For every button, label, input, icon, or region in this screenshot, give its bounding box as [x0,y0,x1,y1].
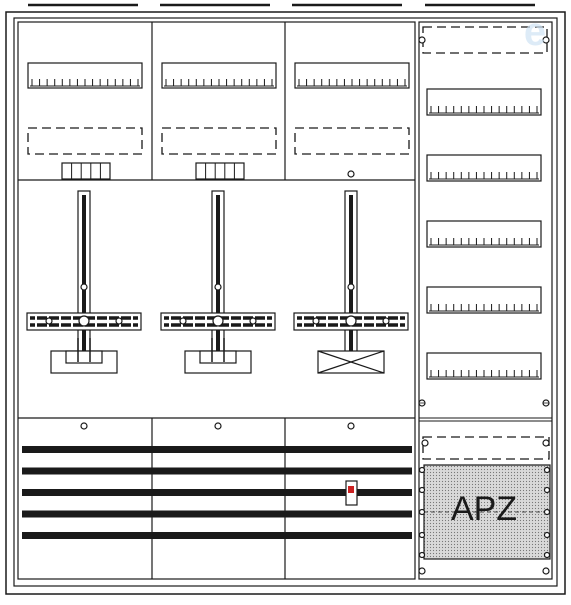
right-din-rail-3 [426,286,542,314]
meter-base-inner-0 [65,350,103,364]
rail-crossing-hub-0 [78,315,90,327]
right-din-rail-4 [426,352,542,380]
dashed-module-1 [161,127,277,155]
apz-left-pin-4 [418,551,426,559]
apz-hole-r [542,439,550,447]
vertical-rail-hole-top-2 [347,283,355,291]
breaker-red-toggle [348,486,354,493]
right-rail-hole-tr [542,36,550,44]
dashed-module-0 [27,127,143,155]
bottom-marker-1 [214,422,222,430]
rail-crossing-hub-2 [345,315,357,327]
dashed-module-2 [294,127,410,155]
bottom-marker-0 [80,422,88,430]
right-din-rail-0 [426,88,542,116]
blank-terminal-block-1 [195,162,245,180]
apz-left-pin-0 [418,466,426,474]
right-rail-hole-tl [418,36,426,44]
rail-crossing-hub-1 [212,315,224,327]
apz-left-pin-1 [418,486,426,494]
blank-terminal-block-0 [61,162,111,180]
bottom-marker-2 [347,422,355,430]
meter-base-cross-b-2 [317,350,385,374]
meter-terminal-strip-0 [27,62,143,89]
right-din-rail-2 [426,220,542,248]
apz-dashed-module [422,436,550,460]
rail-hole-right-2 [382,317,390,325]
outer-frame [5,11,566,595]
column-marker-2 [347,170,355,178]
rail-hole-right-0 [115,317,123,325]
vertical-rail-hole-top-1 [214,283,222,291]
rail-hole-left-0 [45,317,53,325]
bus-bar-1 [22,467,412,475]
apz-right-pin-0 [543,466,551,474]
meter-base-inner-1 [199,350,237,364]
board-layer [5,3,566,595]
apz-label: APZ [451,490,517,528]
apz-hole-l [421,439,429,447]
vertical-rail-hole-top-0 [80,283,88,291]
bus-bar-3 [22,510,412,518]
apz-left-pin-3 [418,531,426,539]
right-section-frame [418,21,553,580]
apz-right-pin-1 [543,486,551,494]
rail-hole-right-1 [249,317,257,325]
right-screw-bottom-l [418,567,426,575]
inner-frame [13,17,558,587]
meter-terminal-strip-1 [161,62,277,89]
bus-bar-4 [22,532,412,539]
meter-terminal-strip-2 [294,62,410,89]
apz-right-pin-3 [543,531,551,539]
watermark-logo: e [524,10,546,54]
apz-left-pin-2 [418,508,426,516]
right-screw-bottom-r [542,567,550,575]
bus-bar-0 [22,446,412,453]
right-din-rail-1 [426,154,542,182]
rail-hole-left-2 [312,317,320,325]
apz-right-pin-2 [543,508,551,516]
apz-right-pin-4 [543,551,551,559]
left-section-frame [17,21,416,580]
rail-hole-left-1 [179,317,187,325]
bus-bar-2 [22,489,412,496]
